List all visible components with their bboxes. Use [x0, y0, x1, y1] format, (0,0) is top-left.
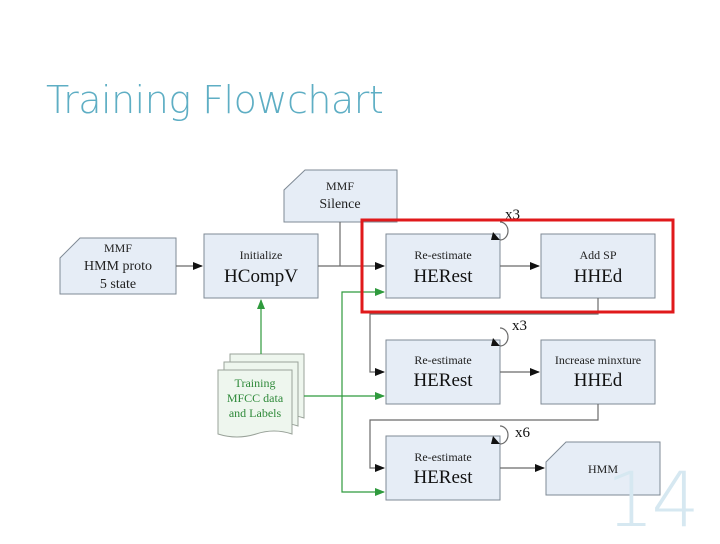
training-data-node: Training MFCC data and Labels: [217, 353, 305, 438]
loop-2-label: x3: [512, 318, 527, 334]
reestimate-3-tool: HERest: [413, 467, 473, 488]
mmf-proto-line1: MMF: [104, 241, 132, 255]
mmf-silence-line2: Silence: [319, 197, 360, 212]
page-number: 14: [606, 455, 700, 544]
slide-title: Training Flowchart: [46, 78, 384, 122]
reestimate-2-tool: HERest: [413, 370, 473, 391]
training-data-line3: and Labels: [229, 406, 282, 420]
reestimate-1-tool: HERest: [413, 266, 473, 287]
increase-mixture-node: Increase minxture HHEd: [540, 339, 656, 405]
hmm-output-label: HMM: [588, 462, 618, 476]
reestimate-2-label: Re-estimate: [414, 353, 471, 367]
flow-arrows: [176, 222, 599, 472]
loop-1: x3: [491, 207, 520, 241]
initialize-node: Initialize HCompV: [203, 233, 319, 299]
add-sp-label: Add SP: [579, 248, 616, 262]
arrow-addsp-to-reestimate2: [369, 298, 599, 376]
reestimate-1-label: Re-estimate: [414, 248, 471, 262]
reestimate-1-node: Re-estimate HERest: [385, 233, 501, 299]
increase-mixture-tool: HHEd: [574, 370, 623, 391]
reestimate-2-node: Re-estimate HERest: [385, 339, 501, 405]
reestimate-3-label: Re-estimate: [414, 450, 471, 464]
loop-2: x3: [491, 318, 527, 347]
loop-2-arc: [499, 327, 509, 347]
initialize-label: Initialize: [240, 248, 283, 262]
loop-3-arc: [499, 425, 509, 445]
increase-mixture-label: Increase minxture: [555, 353, 641, 367]
loop-3: x6: [491, 425, 531, 445]
mmf-silence-line1: MMF: [326, 179, 354, 193]
arrow-data-to-reestimate3: [341, 396, 385, 496]
arrow-mixture-to-reestimate3: [369, 404, 599, 472]
initialize-tool: HCompV: [224, 266, 298, 287]
loop-3-label: x6: [515, 425, 531, 441]
highlight-box: [360, 218, 675, 314]
reestimate-3-node: Re-estimate HERest: [385, 435, 501, 501]
hmm-output-node: HMM: [545, 441, 661, 496]
mmf-silence-node: MMF Silence: [283, 169, 398, 223]
training-data-line1: Training: [235, 376, 276, 390]
mmf-proto-line2: HMM proto: [84, 259, 152, 274]
add-sp-node: Add SP HHEd: [540, 233, 656, 299]
mmf-proto-line3: 5 state: [100, 277, 136, 292]
add-sp-tool: HHEd: [574, 266, 623, 287]
mmf-proto-node: MMF HMM proto 5 state: [59, 237, 177, 295]
arrow-data-to-reestimate1: [304, 288, 385, 397]
training-data-line2: MFCC data: [227, 391, 284, 405]
loop-1-arc: [499, 221, 509, 241]
